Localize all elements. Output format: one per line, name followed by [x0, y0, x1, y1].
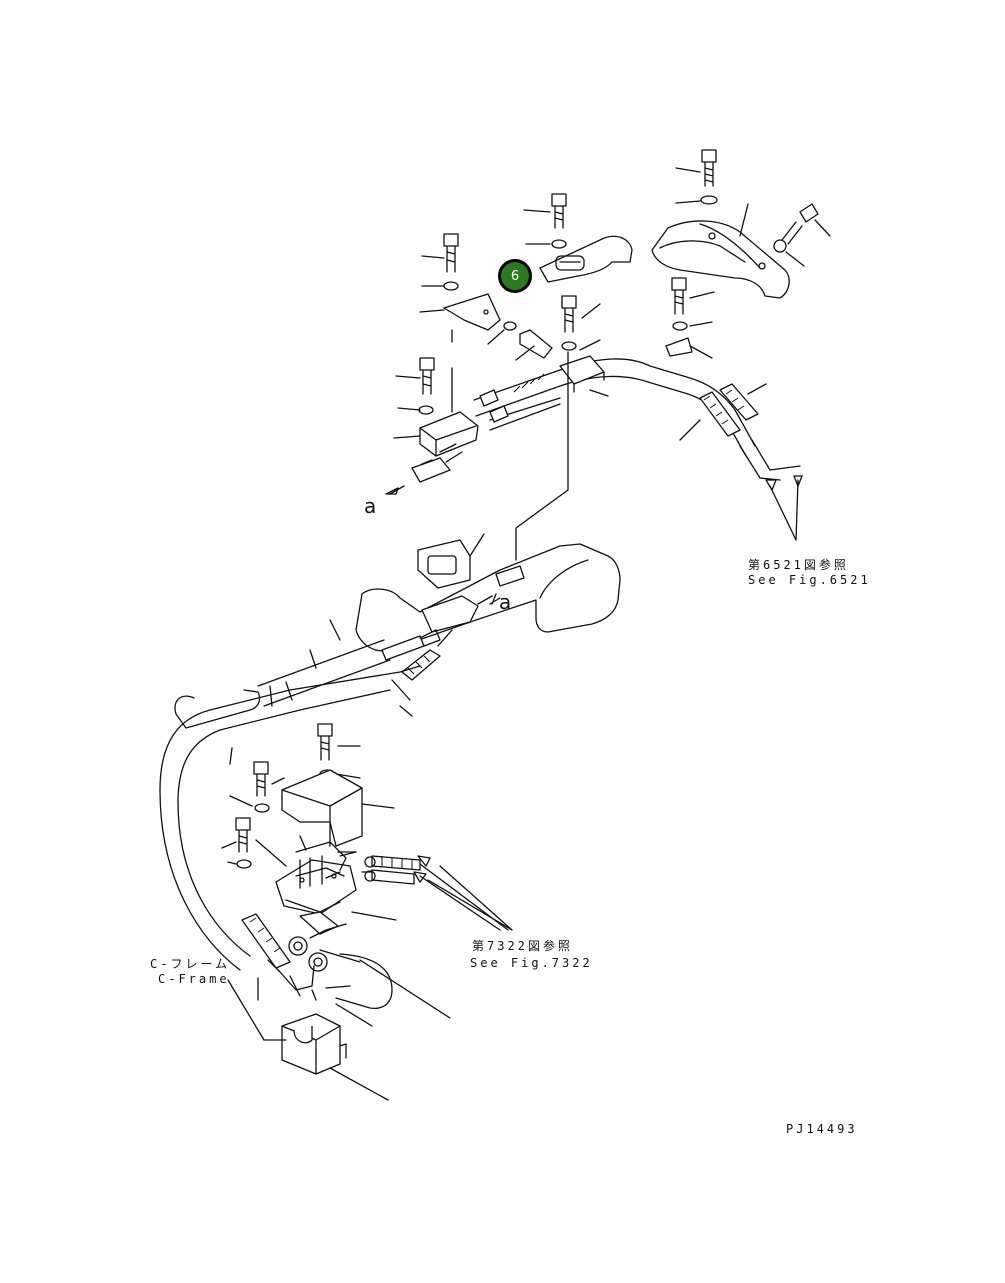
leader-down	[515, 351, 569, 561]
bolt-angled-right	[773, 203, 831, 267]
lower-manifold	[241, 913, 451, 1027]
section-marker-a-lower: a	[499, 590, 512, 614]
ref-7322-en: See Fig.7322	[470, 956, 593, 970]
bolt-upper-middle	[523, 193, 567, 249]
boom-lower-arm	[159, 619, 421, 971]
hose-clamp	[559, 355, 609, 397]
ref-6521-jp: 第6521図参照	[748, 558, 849, 572]
cframe-leader	[227, 979, 287, 1041]
upper-middle-cover	[539, 235, 633, 283]
washer-bolt-mid	[487, 321, 553, 361]
ref-6521-en: See Fig.6521	[748, 573, 871, 587]
bolt-right-mid	[665, 277, 715, 359]
callout-6-number: 6	[510, 268, 520, 284]
lower-clamp-block	[281, 1013, 389, 1101]
lower-cover	[281, 769, 395, 847]
upper-right-cover	[651, 220, 790, 299]
lower-valve-block	[255, 835, 397, 935]
upper-hose-pair	[473, 358, 801, 481]
ref-7322-jp: 第7322図参照	[472, 939, 573, 953]
boom-hose	[381, 629, 453, 681]
boom-upper-plate	[417, 533, 485, 589]
callout-6[interactable]: 6	[498, 259, 532, 293]
bolt-clamp-top	[561, 295, 601, 351]
small-bracket	[419, 293, 501, 343]
cframe-jp: C-フレーム	[150, 957, 231, 971]
boom-body	[355, 543, 621, 652]
left-junction-block	[385, 357, 479, 495]
fig7322-arrows	[427, 865, 513, 931]
section-marker-a-upper: a	[364, 494, 377, 518]
fig6521-arrows	[765, 475, 803, 541]
bolt-top-right	[675, 149, 749, 237]
bolt-upper-left	[421, 233, 459, 291]
lower-bolts	[221, 723, 361, 869]
cframe-en: C-Frame	[158, 972, 230, 986]
drawing-id: PJ14493	[786, 1122, 858, 1136]
lower-hoses	[337, 851, 509, 931]
